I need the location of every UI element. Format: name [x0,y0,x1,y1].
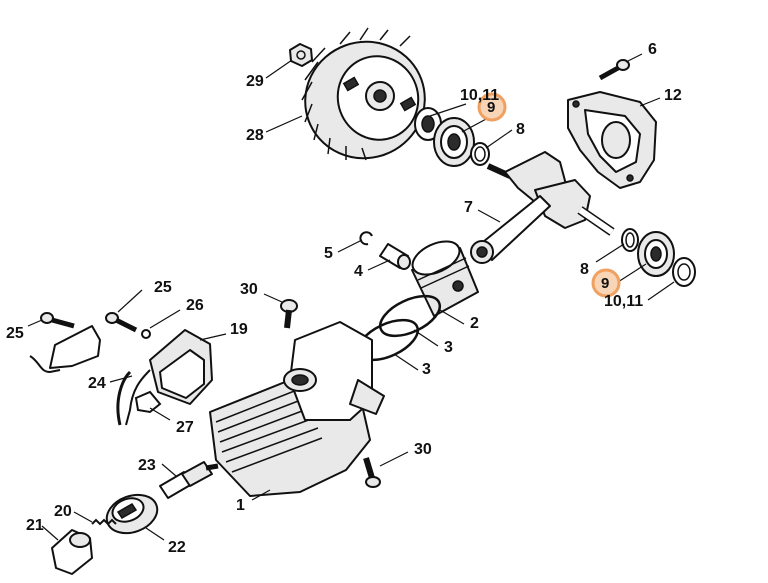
part-4-piston-pin [379,243,411,270]
part-8-circlip-top [470,142,490,166]
part-30-screw-bottom [363,457,381,488]
callout-1: 1 [236,497,245,514]
part-7-crankshaft [470,151,615,264]
part-9-bearing-right [637,231,675,277]
part-2-piston [411,240,479,317]
highlight-circle-9-right [591,268,621,298]
callout-9-top: 9 [487,99,495,116]
part-25-screw-left [29,312,101,374]
part-28-flywheel [301,27,426,161]
callout-8-top: 8 [516,121,525,138]
callout-3-lower: 3 [422,361,431,378]
part-30-screw-top [280,299,298,329]
part-21-boot [51,529,93,575]
part-25-screw-right [105,312,138,333]
part-10-11-seal-top [414,107,442,141]
callout-24: 24 [88,375,106,392]
callout-26: 26 [186,297,204,314]
part-24-hose [116,370,132,426]
part-27-clip [134,390,162,414]
callout-25-right: 25 [154,279,172,296]
callout-12: 12 [664,87,682,104]
part-12-crankcase [567,91,657,189]
callout-25-left: 25 [6,325,24,342]
callout-30-top: 30 [240,281,258,298]
part-26-washer [141,329,151,339]
leader-lines [27,53,675,541]
part-19-ignition-module [125,329,213,426]
callout-2: 2 [470,315,479,332]
part-20-spring [91,518,117,526]
part-6-screw [598,59,630,81]
callout-20: 20 [54,503,72,520]
callout-29: 29 [246,73,264,90]
callout-22: 22 [168,539,186,556]
callout-27: 27 [176,419,194,436]
callout-30-bottom: 30 [414,441,432,458]
part-29-nut [289,43,313,67]
callout-8-right: 8 [580,261,589,278]
part-1-cylinder [209,321,385,497]
callout-10-11-top: 10,11 [460,87,499,104]
callout-9-right: 9 [601,275,609,292]
part-10-11-seal-right [672,257,696,287]
callout-4: 4 [354,263,363,280]
callout-10-11-right: 10,11 [604,293,643,310]
callout-7: 7 [464,199,473,216]
highlight-circle-9-top [477,92,507,122]
callout-21: 21 [26,517,44,534]
part-23-spark-plug [159,461,219,499]
part-9-bearing-top [433,117,475,167]
part-8-circlip-right [621,228,639,252]
callout-28: 28 [246,127,264,144]
callout-5: 5 [324,245,333,262]
callout-19: 19 [230,321,248,338]
callout-6: 6 [648,41,657,58]
part-22-cap [105,493,159,535]
callout-3-upper: 3 [444,339,453,356]
callout-23: 23 [138,457,156,474]
part-5-circlip [359,231,373,246]
